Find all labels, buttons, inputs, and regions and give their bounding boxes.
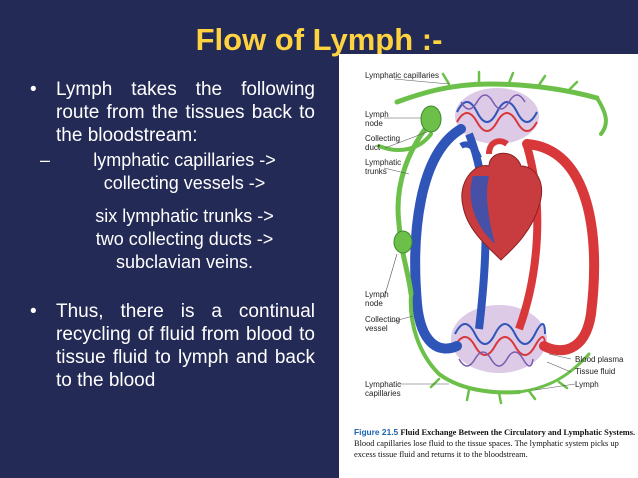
label-tissue-fluid: Tissue fluid <box>575 367 616 376</box>
label-collecting-vessel: Collecting vessel <box>365 315 401 333</box>
label-lymphatic-capillaries-top: Lymphatic capillaries <box>365 71 439 80</box>
route-step-1-text: lymphatic capillaries -> <box>93 150 276 170</box>
capillary-bed-bottom <box>451 305 547 373</box>
figure-number: Figure 21.5 <box>354 427 399 437</box>
label-lymph-node-bottom: Lymph node <box>365 290 389 308</box>
route-step-3: six lymphatic trunks -> <box>95 206 274 226</box>
label-blood-plasma: Blood plasma <box>575 355 624 364</box>
label-lymphatic-trunks: Lymphatic trunks <box>365 158 402 176</box>
slide-text: • Lymph takes the following route from t… <box>30 78 315 392</box>
label-lymphatic-capillaries-bottom: Lymphatic capillaries <box>365 380 402 398</box>
route-step-2: collecting vessels -> <box>103 173 266 193</box>
vein-loop <box>410 124 466 354</box>
figure-caption-text: Blood capillaries lose fluid to the tiss… <box>354 439 619 459</box>
lymph-node-top-icon <box>420 105 442 133</box>
bullet-recycling: • Thus, there is a continual recycling o… <box>30 300 315 392</box>
label-lymph: Lymph <box>575 380 599 389</box>
bullet-icon: • <box>30 79 37 100</box>
label-lymph-node-top: Lymph node <box>365 110 389 128</box>
lymph-vessels <box>377 70 608 405</box>
route-step-4: two collecting ducts -> <box>95 229 274 249</box>
route-step-5: subclavian veins. <box>115 252 254 272</box>
lymph-node-bottom-icon <box>393 230 413 254</box>
leader-lines <box>383 78 576 391</box>
circulation-diagram <box>377 70 608 405</box>
capillary-bed-top <box>455 88 539 144</box>
figure-title: Fluid Exchange Between the Circulatory a… <box>400 428 636 437</box>
dash-icon: – <box>40 150 51 170</box>
route-step-1: – lymphatic capillaries -> <box>30 149 315 172</box>
bullet-route-text: Lymph takes the following route from the… <box>56 79 315 146</box>
heart-icon <box>459 138 543 261</box>
bullet-icon: • <box>30 301 37 322</box>
artery-loop <box>522 139 600 356</box>
figure-panel: Lymphatic capillaries Lymph node Collect… <box>339 54 638 478</box>
slide-title: Flow of Lymph :- <box>195 22 443 57</box>
bullet-route: • Lymph takes the following route from t… <box>30 78 315 147</box>
bullet-recycling-text: Thus, there is a continual recycling of … <box>56 301 315 391</box>
figure-caption: Figure 21.5 Fluid Exchange Between the C… <box>354 427 636 460</box>
label-collecting-duct: Collecting duct <box>365 134 401 152</box>
